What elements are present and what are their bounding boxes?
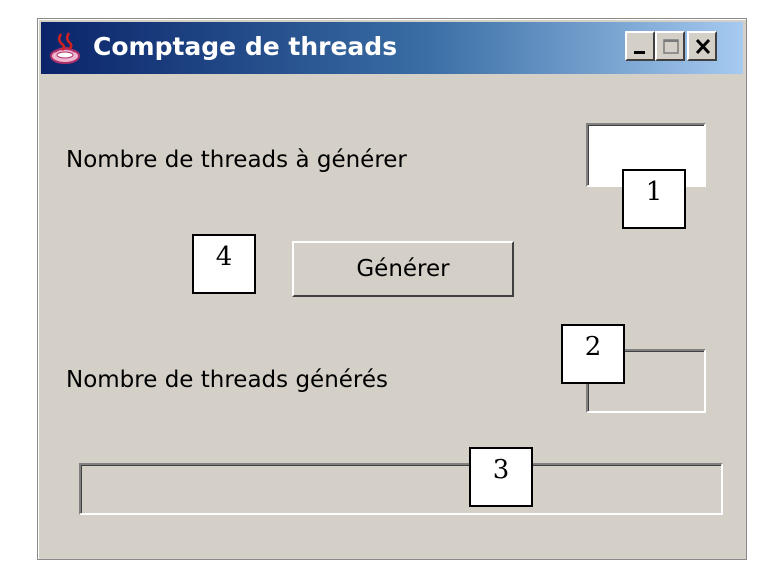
callout-3: 3 bbox=[469, 447, 533, 507]
maximize-icon bbox=[663, 39, 679, 54]
threads-generated-label: Nombre de threads générés bbox=[66, 367, 388, 393]
threads-to-generate-label: Nombre de threads à générer bbox=[66, 147, 407, 173]
callout-1: 1 bbox=[622, 169, 686, 229]
callout-2: 2 bbox=[561, 324, 625, 384]
progress-bar bbox=[79, 463, 723, 515]
window-title: Comptage de threads bbox=[93, 32, 398, 61]
maximize-button[interactable] bbox=[655, 31, 685, 61]
generate-button[interactable]: Générer bbox=[292, 241, 514, 297]
callout-4: 4 bbox=[192, 234, 256, 294]
title-bar[interactable]: Comptage de threads bbox=[41, 22, 743, 74]
java-app-icon bbox=[50, 32, 80, 64]
close-button[interactable] bbox=[687, 31, 717, 61]
minimize-icon bbox=[634, 51, 645, 54]
minimize-button[interactable] bbox=[625, 31, 655, 61]
close-icon bbox=[695, 38, 711, 55]
app-window: Comptage de threads Nombre de threads à … bbox=[37, 18, 747, 560]
